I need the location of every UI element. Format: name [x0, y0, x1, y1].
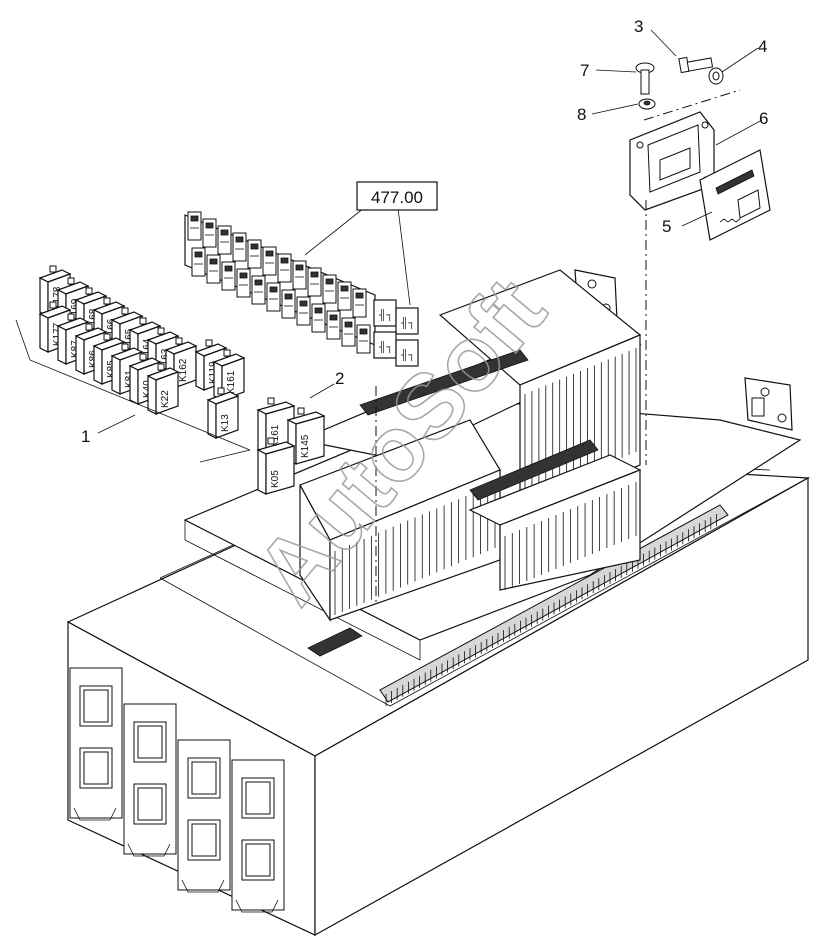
bracket-part: [629, 111, 715, 211]
strip-relay: [356, 324, 371, 354]
washer-part-8: [638, 98, 656, 110]
strip-relay: [281, 289, 296, 319]
strip-relay: [341, 317, 356, 347]
strip-relay: [236, 268, 251, 298]
callout-5: 5: [662, 217, 671, 236]
svg-text:╢┐: ╢┐: [378, 308, 393, 322]
strip-relay: [187, 211, 202, 241]
nut-part-4: [708, 67, 724, 85]
relay-g1-k162-7-label: K162: [178, 358, 189, 382]
strip-relay: [247, 239, 262, 269]
svg-text:╢┐: ╢┐: [378, 340, 393, 354]
strip-relay: [326, 310, 341, 340]
strip-relay: [232, 232, 247, 262]
relay-g1-k22-14: K22: [146, 363, 180, 415]
callout-7: 7: [580, 61, 589, 80]
leader-lines: [15, 29, 763, 606]
relay-g1-k22-14-label: K22: [160, 390, 171, 408]
strip-relay: [322, 274, 337, 304]
callout-1: 1: [81, 427, 90, 446]
relay-cage: [299, 269, 642, 622]
relay-g1-k13-17: K13: [206, 387, 240, 439]
strip-relay: [202, 218, 217, 248]
relay-g2-k05-2-label: K05: [270, 470, 281, 488]
plate-connector-block: [307, 627, 363, 657]
strip-relay: [296, 296, 311, 326]
callout-2: 2: [335, 369, 344, 388]
callout-6: 6: [759, 109, 768, 128]
relay-g1-k13-17-label: K13: [220, 414, 231, 432]
relay-g2-k161-0-label: K161: [270, 424, 281, 448]
relay-g1-k161-16: K161: [212, 349, 246, 401]
relay-g2-k05-2: K05: [256, 437, 296, 495]
strip-relay: [311, 303, 326, 333]
svg-text:╢┐: ╢┐: [400, 316, 415, 330]
strip-relay: [352, 288, 367, 318]
callout-numbers: 1 2 3 4 5 6 7 8: [81, 17, 768, 446]
side-terminal-rail: [379, 504, 729, 706]
control-board-part: [699, 149, 771, 241]
reference-label: 477.00: [371, 188, 423, 207]
relay-strip: ╢┐ ╢┐ ╢┐ ╢┐: [184, 211, 419, 367]
strip-relay: [307, 267, 322, 297]
strip-relay: [337, 281, 352, 311]
strip-relay: [217, 225, 232, 255]
relay-g1-k161-16-label: K161: [226, 370, 237, 394]
strip-relay: [292, 260, 307, 290]
relay-group-1: K178K169K168K166K165K164K163K162K177K87K…: [38, 265, 246, 439]
bolt-part-3: [678, 56, 714, 74]
relay-g2-k145-1-label: K145: [300, 434, 311, 458]
reference-box: 477.00: [356, 181, 438, 211]
screw-part-7: [635, 62, 655, 95]
strip-relay: [221, 261, 236, 291]
callout-8: 8: [577, 105, 586, 124]
strip-relay: [251, 275, 266, 305]
front-connector-sockets: [69, 667, 285, 913]
strip-relay: [191, 247, 206, 277]
callout-4: 4: [758, 37, 767, 56]
hinge-right: [744, 377, 793, 431]
strip-relay: [266, 282, 281, 312]
strip-relay: [262, 246, 277, 276]
strip-relay: [206, 254, 221, 284]
callout-3: 3: [634, 17, 643, 36]
relay-g2-k145-1: K145: [286, 407, 326, 465]
strip-relay: [277, 253, 292, 283]
svg-text:╢┐: ╢┐: [400, 348, 415, 362]
